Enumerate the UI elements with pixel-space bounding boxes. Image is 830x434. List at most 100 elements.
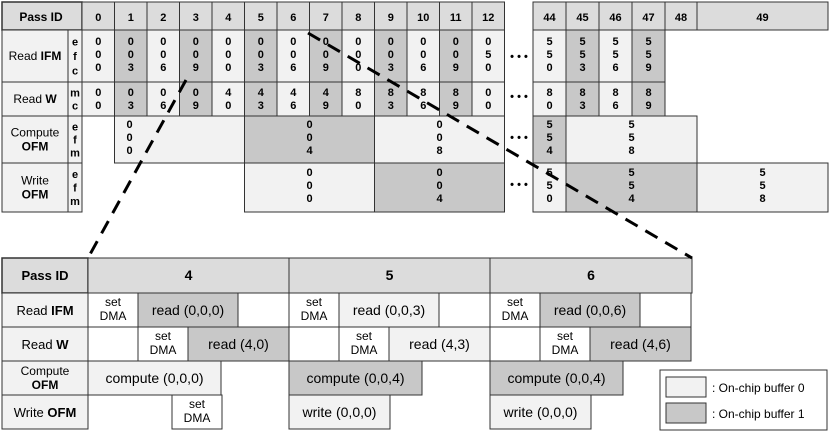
w-value: 0	[225, 100, 231, 112]
bottom-row-label-cell	[1, 326, 89, 362]
compute-value: 0	[436, 119, 442, 131]
top-pass-id: 5	[258, 12, 264, 24]
compute-value: 5	[546, 132, 552, 144]
top-pass-id: 11	[450, 12, 462, 24]
top-pass-id: 8	[355, 12, 361, 24]
top-pass-id: 9	[388, 12, 394, 24]
read-ifm-block	[539, 292, 641, 328]
write-op-block	[489, 394, 592, 430]
compute-block	[374, 115, 505, 164]
top-row-letter: e	[72, 169, 78, 181]
ifm-value: 0	[95, 36, 101, 48]
write-op-block-label: write (0,0,0)	[503, 404, 578, 420]
ifm-value: 3	[128, 62, 134, 74]
set-dma-line1: set	[356, 329, 373, 343]
ifm-value: 0	[323, 36, 329, 48]
ifm-cell	[406, 29, 440, 83]
top-row-label: Read W	[13, 92, 57, 106]
ifm-value: 0	[128, 36, 134, 48]
bottom-row-label-cell	[1, 394, 89, 430]
set-dma-line2: DMA	[502, 309, 529, 323]
compute-op-block-label: compute (0,0,4)	[306, 370, 404, 386]
top-pass-id-header	[1, 1, 83, 31]
compute-value: 0	[126, 119, 132, 131]
empty-slot	[489, 326, 541, 362]
w-value: 8	[579, 87, 585, 99]
top-row-label: Read IFM	[9, 49, 62, 63]
w-value: 0	[546, 100, 552, 112]
top-pass-id-cell	[406, 1, 440, 31]
top-pass-id-cell	[276, 1, 310, 31]
zoom-guide-line	[86, 79, 188, 259]
w-value: 4	[290, 87, 297, 99]
set-dma-line1: set	[306, 295, 323, 309]
compute-block	[244, 115, 375, 164]
ifm-value: 0	[485, 62, 491, 74]
ifm-value: 6	[160, 62, 166, 74]
top-row-letter: f	[73, 135, 77, 147]
write-block	[696, 162, 829, 213]
ifm-value: 0	[290, 49, 296, 61]
empty-slot	[438, 292, 491, 328]
set-dma-line2: DMA	[150, 343, 177, 357]
top-pass-id: 44	[543, 12, 556, 24]
ifm-value: 0	[355, 62, 361, 74]
w-value: 0	[485, 87, 491, 99]
compute-block	[565, 115, 698, 164]
zoom-guide-line	[307, 31, 693, 260]
bottom-pass-id-label: Pass ID	[22, 268, 69, 283]
empty-slot	[87, 326, 139, 362]
top-row-label-cell	[1, 81, 69, 117]
top-row-letter: m	[70, 148, 80, 160]
top-row-letter: m	[70, 87, 80, 99]
set-dma-line2: DMA	[552, 343, 579, 357]
compute-value: 8	[436, 145, 442, 157]
set-dma-block	[288, 292, 340, 328]
top-row-letter: m	[70, 196, 80, 208]
top-pass-id-label: Pass ID	[19, 10, 63, 24]
top-row-letter-cell	[67, 162, 83, 213]
w-value: 0	[160, 87, 166, 99]
w-value: 6	[160, 100, 166, 112]
write-value: 5	[628, 167, 634, 179]
ifm-cell	[565, 29, 600, 83]
w-value: 4	[323, 87, 330, 99]
w-value: 8	[388, 87, 394, 99]
bottom-row-label: OFM	[32, 378, 59, 392]
ifm-value: 0	[160, 49, 166, 61]
ifm-value: 5	[645, 49, 651, 61]
read-w-block-label: read (4,6)	[610, 336, 671, 352]
w-value: 9	[645, 100, 651, 112]
ifm-cell	[114, 29, 148, 83]
w-cell	[114, 81, 148, 117]
top-pass-id-cell	[341, 1, 375, 31]
w-cell	[532, 81, 567, 117]
top-pass-id: 4	[225, 12, 232, 24]
ifm-value: 6	[290, 62, 296, 74]
read-ifm-block-label: read (0,0,6)	[554, 302, 626, 318]
write-value: 5	[546, 180, 552, 192]
ifm-value: 9	[193, 62, 199, 74]
w-cell	[309, 81, 343, 117]
write-value: 0	[306, 180, 312, 192]
w-value: 8	[645, 87, 651, 99]
read-w-block-label: read (4,3)	[409, 336, 470, 352]
top-row-letter: f	[73, 51, 77, 63]
top-pass-id: 46	[609, 12, 621, 24]
read-w-block-label: read (4,0)	[208, 336, 269, 352]
compute-value: 0	[306, 119, 312, 131]
w-value: 9	[453, 100, 459, 112]
top-row-label-cell	[1, 29, 69, 83]
bottom-pass-id: 4	[185, 267, 193, 283]
ifm-value: 0	[485, 36, 491, 48]
w-value: 3	[388, 100, 394, 112]
w-value: 4	[258, 87, 265, 99]
ifm-value: 0	[453, 49, 459, 61]
ifm-value: 0	[95, 49, 101, 61]
empty-slot	[288, 326, 340, 362]
write-value: 0	[306, 193, 312, 205]
ifm-value: 9	[645, 62, 651, 74]
top-pass-id: 0	[95, 12, 101, 24]
top-pass-id: 49	[756, 12, 768, 24]
w-value: 0	[485, 100, 491, 112]
